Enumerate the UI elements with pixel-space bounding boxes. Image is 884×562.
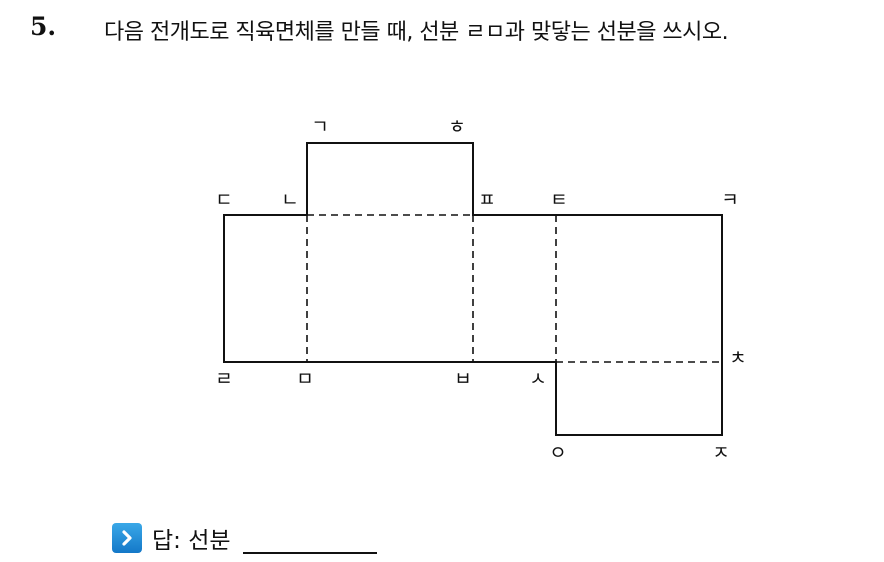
net-outline (223, 142, 723, 436)
vertex-label: ㅍ (478, 189, 495, 211)
vertex-label: ㅁ (296, 368, 313, 390)
question-text: 다음 전개도로 직육면체를 만들 때, 선분 ㄹㅁ과 맞닿는 선분을 쓰시오. (104, 20, 729, 45)
net-diagram: ㄱ ㅎ ㄷ ㄴ ㅍ ㅌ ㅋ ㅊ ㄹ ㅁ ㅂ ㅅ ㅇ ㅈ (215, 116, 746, 464)
answer-blank[interactable] (242, 551, 377, 554)
vertex-label: ㅇ (549, 442, 566, 464)
vertex-label: ㄹ (215, 368, 232, 390)
answer-label: 답: 선분 (152, 528, 231, 554)
answer-row: 답: 선분 (112, 520, 377, 556)
vertex-label: ㅅ (529, 368, 546, 390)
vertex-label: ㅈ (712, 442, 729, 464)
vertex-label: ㅋ (721, 189, 738, 211)
question-number: 5. (30, 12, 57, 41)
vertex-label: ㅌ (550, 189, 567, 211)
vertex-label: ㅊ (729, 347, 746, 369)
vertex-label: ㅂ (454, 368, 471, 390)
vertex-label: ㅎ (448, 116, 465, 138)
vertex-label: ㄷ (215, 189, 232, 211)
vertex-label: ㄱ (311, 116, 328, 138)
chevron-right-icon (112, 523, 142, 553)
vertex-label: ㄴ (281, 189, 298, 211)
